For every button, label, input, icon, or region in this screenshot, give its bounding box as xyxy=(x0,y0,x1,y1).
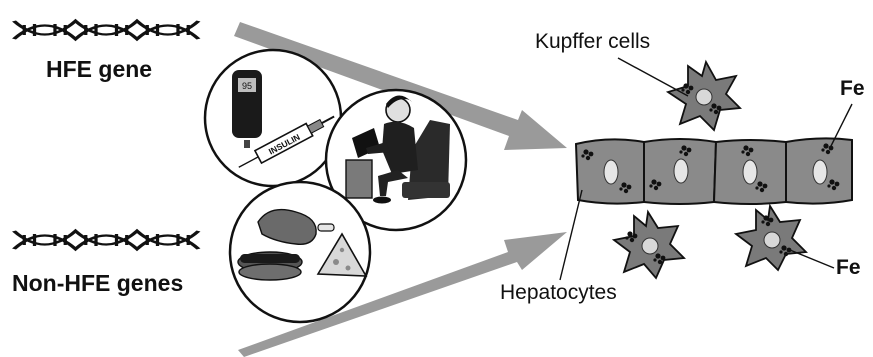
iron-label-top: Fe xyxy=(840,77,865,101)
non-hfe-genes-label: Non-HFE genes xyxy=(12,270,183,297)
kupffer-cell-icon xyxy=(736,206,806,270)
hepatocytes-label: Hepatocytes xyxy=(500,281,617,305)
glucose-meter-icon: 95 xyxy=(232,70,262,148)
hepatocyte-cell-icon xyxy=(644,139,716,204)
kupffer-cell-icon xyxy=(668,62,740,130)
hepatocyte-row xyxy=(576,138,852,204)
hfe-gene-label: HFE gene xyxy=(46,56,152,83)
diabetes-circle: 95 INSULIN xyxy=(205,50,341,186)
dna-icon xyxy=(14,21,199,39)
hepatocyte-cell-icon xyxy=(576,139,644,203)
kupffer-cells-label: Kupffer cells xyxy=(535,30,650,54)
hepatocyte-cell-icon xyxy=(714,140,786,204)
hepatocyte-cell-icon xyxy=(786,138,852,203)
dna-icon xyxy=(14,231,199,249)
diet-circle xyxy=(230,182,370,322)
iron-label-bottom: Fe xyxy=(836,256,861,280)
meter-reading: 95 xyxy=(242,81,252,91)
kupffer-cell-icon xyxy=(614,212,684,278)
